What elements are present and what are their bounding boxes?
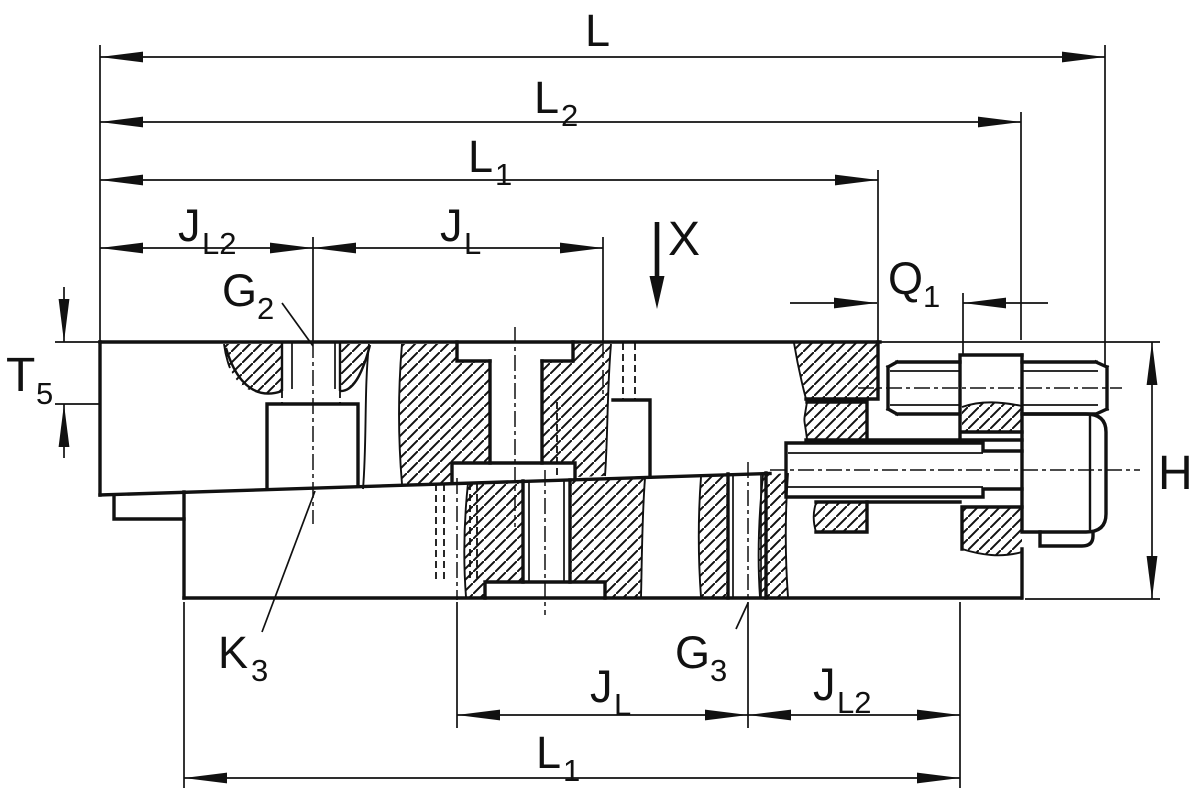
label-JL2-bottom: J xyxy=(813,659,836,710)
hidden-line xyxy=(622,343,636,400)
extension-line xyxy=(55,341,100,405)
break-line xyxy=(812,502,817,533)
break-line xyxy=(697,476,702,598)
extension-lines xyxy=(55,45,1160,788)
section-arrow-x xyxy=(649,222,665,309)
center-counterbore xyxy=(450,461,577,485)
label-JL-bottom: J xyxy=(590,661,613,712)
label-L: L xyxy=(585,5,610,56)
screw-shaft-thread xyxy=(788,452,983,488)
lower-bore xyxy=(521,478,572,584)
g3-thread-minor xyxy=(732,473,762,598)
break-line xyxy=(961,548,1023,557)
screw-head xyxy=(1020,353,1108,534)
break-lines xyxy=(223,342,1023,598)
label-L2-sub: 2 xyxy=(561,98,578,133)
label-G3-sub: 3 xyxy=(710,653,727,688)
break-line xyxy=(223,343,231,369)
label-JL2-bottom-sub: L2 xyxy=(837,685,871,720)
label-Q1-sub: 1 xyxy=(923,279,940,314)
wedge-interface xyxy=(98,471,772,497)
lower-wedge-plate xyxy=(182,353,1024,600)
retaining-tab xyxy=(112,493,186,521)
hidden-line xyxy=(281,391,341,404)
break-line xyxy=(803,401,808,440)
hatch-region xyxy=(570,478,645,597)
hatch-region xyxy=(962,402,1022,432)
label-L1-bottom-sub: 1 xyxy=(563,753,580,788)
section-arrow-head xyxy=(649,276,665,309)
center-bore xyxy=(488,359,544,465)
break-line xyxy=(961,401,1023,408)
centerlines xyxy=(312,327,1140,615)
lower-bore-thread-minor xyxy=(528,480,565,582)
hatch-region xyxy=(698,476,728,597)
label-G2: G xyxy=(222,265,257,316)
upper-stud-thread xyxy=(890,370,960,406)
center-spotface xyxy=(455,340,575,363)
label-JL-top: J xyxy=(440,200,463,251)
break-line xyxy=(362,343,370,490)
label-L1-top-sub: 1 xyxy=(495,157,512,192)
right-edge xyxy=(804,340,880,401)
right-counterbore xyxy=(611,398,652,479)
hatch-region xyxy=(340,344,369,390)
label-G3: G xyxy=(675,627,710,678)
hatch-region xyxy=(224,344,282,394)
dimension-lines xyxy=(58,51,1158,784)
hatch-region xyxy=(804,402,867,439)
hatch-region xyxy=(399,344,490,484)
label-X: X xyxy=(668,213,700,266)
label-T5: T xyxy=(6,349,35,402)
label-JL-bottom-sub: L xyxy=(614,687,631,722)
end-block xyxy=(958,353,1024,600)
spotface-arc xyxy=(224,347,283,395)
label-JL-top-sub: L xyxy=(464,226,481,261)
hatch-region xyxy=(962,508,1022,556)
hatch-region xyxy=(813,503,867,532)
leader-g3 xyxy=(735,602,749,630)
dimension-labels: L L 2 L 1 J L2 J L X Q 1 T 5 G 2 H K 3 G… xyxy=(6,5,1193,788)
hatch-region xyxy=(794,343,878,399)
stud-tip-thread xyxy=(1022,370,1098,406)
leader-k3 xyxy=(261,490,316,633)
label-H: H xyxy=(1158,447,1193,500)
label-K3: K xyxy=(218,627,248,678)
g3-thread-major xyxy=(726,471,768,600)
break-line xyxy=(640,477,646,598)
spotface-arc xyxy=(339,344,372,393)
pocket-upper-edges xyxy=(804,400,1024,442)
screw-head-washer-face xyxy=(1038,530,1095,548)
label-T5-sub: 5 xyxy=(36,376,53,411)
g2-thread-minor xyxy=(291,343,336,389)
leader-lines xyxy=(261,302,749,633)
upper-stud-body xyxy=(885,359,962,417)
break-line xyxy=(793,342,807,400)
hidden-line xyxy=(435,483,478,582)
label-JL2-top-sub: L2 xyxy=(202,226,236,261)
label-K3-sub: 3 xyxy=(251,653,268,688)
upper-wedge-plate xyxy=(98,340,1024,521)
hatch-region xyxy=(758,473,788,597)
label-G2-sub: 2 xyxy=(257,291,274,326)
hatch-region xyxy=(542,344,611,477)
label-Q1: Q xyxy=(888,253,923,304)
label-L1-bottom: L xyxy=(536,727,561,778)
g2-thread-major xyxy=(280,343,342,391)
break-line xyxy=(463,482,469,598)
break-line xyxy=(398,343,403,485)
leader-g2 xyxy=(281,302,314,347)
label-L1-top: L xyxy=(468,131,493,182)
pocket-step xyxy=(814,500,869,534)
break-line xyxy=(604,343,612,477)
label-JL2-top: J xyxy=(178,200,201,251)
label-L2: L xyxy=(534,72,559,123)
hatch-region xyxy=(464,481,523,597)
hidden-lines xyxy=(281,343,636,582)
